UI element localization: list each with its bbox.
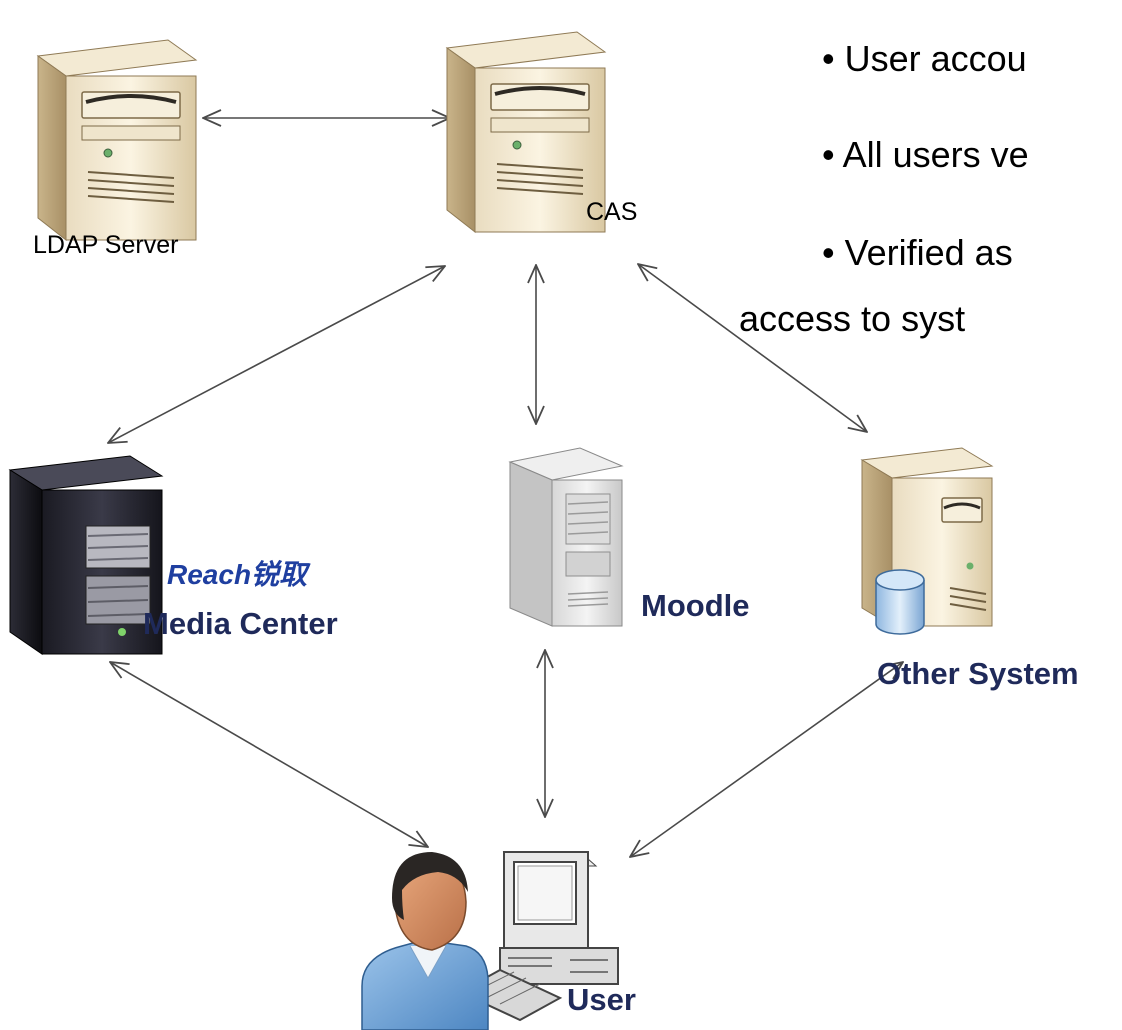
bullet-item: access to syst: [739, 298, 966, 339]
cas-server-icon: [445, 31, 607, 234]
bullet-item: • All users ve: [822, 134, 1029, 175]
arrow-media-center-user: [110, 662, 428, 847]
media-center-label: Media Center: [143, 606, 338, 641]
user-label: User: [567, 982, 636, 1017]
ldap-server-label: LDAP Server: [33, 231, 179, 259]
database-icon: [875, 569, 925, 635]
user-avatar-icon: [361, 852, 489, 1030]
computer-icon: [457, 851, 619, 1022]
bullet-item: • User accou: [822, 38, 1027, 79]
bullet-item: • Verified as: [822, 232, 1013, 273]
cas-label: CAS: [586, 198, 638, 226]
arrow-cas-other-system: [638, 264, 867, 432]
ldap-server-icon: [36, 39, 198, 242]
moodle-label: Moodle: [641, 588, 750, 623]
arrow-cas-media-center: [108, 266, 445, 443]
arrow-other-system-user: [630, 662, 903, 857]
moodle-server-icon: [508, 447, 624, 627]
other-system-label: Other System: [877, 656, 1079, 691]
reach-logo: Reach锐取: [167, 559, 308, 590]
connection-arrows: [108, 118, 903, 857]
media-center-server-icon: [8, 455, 164, 655]
